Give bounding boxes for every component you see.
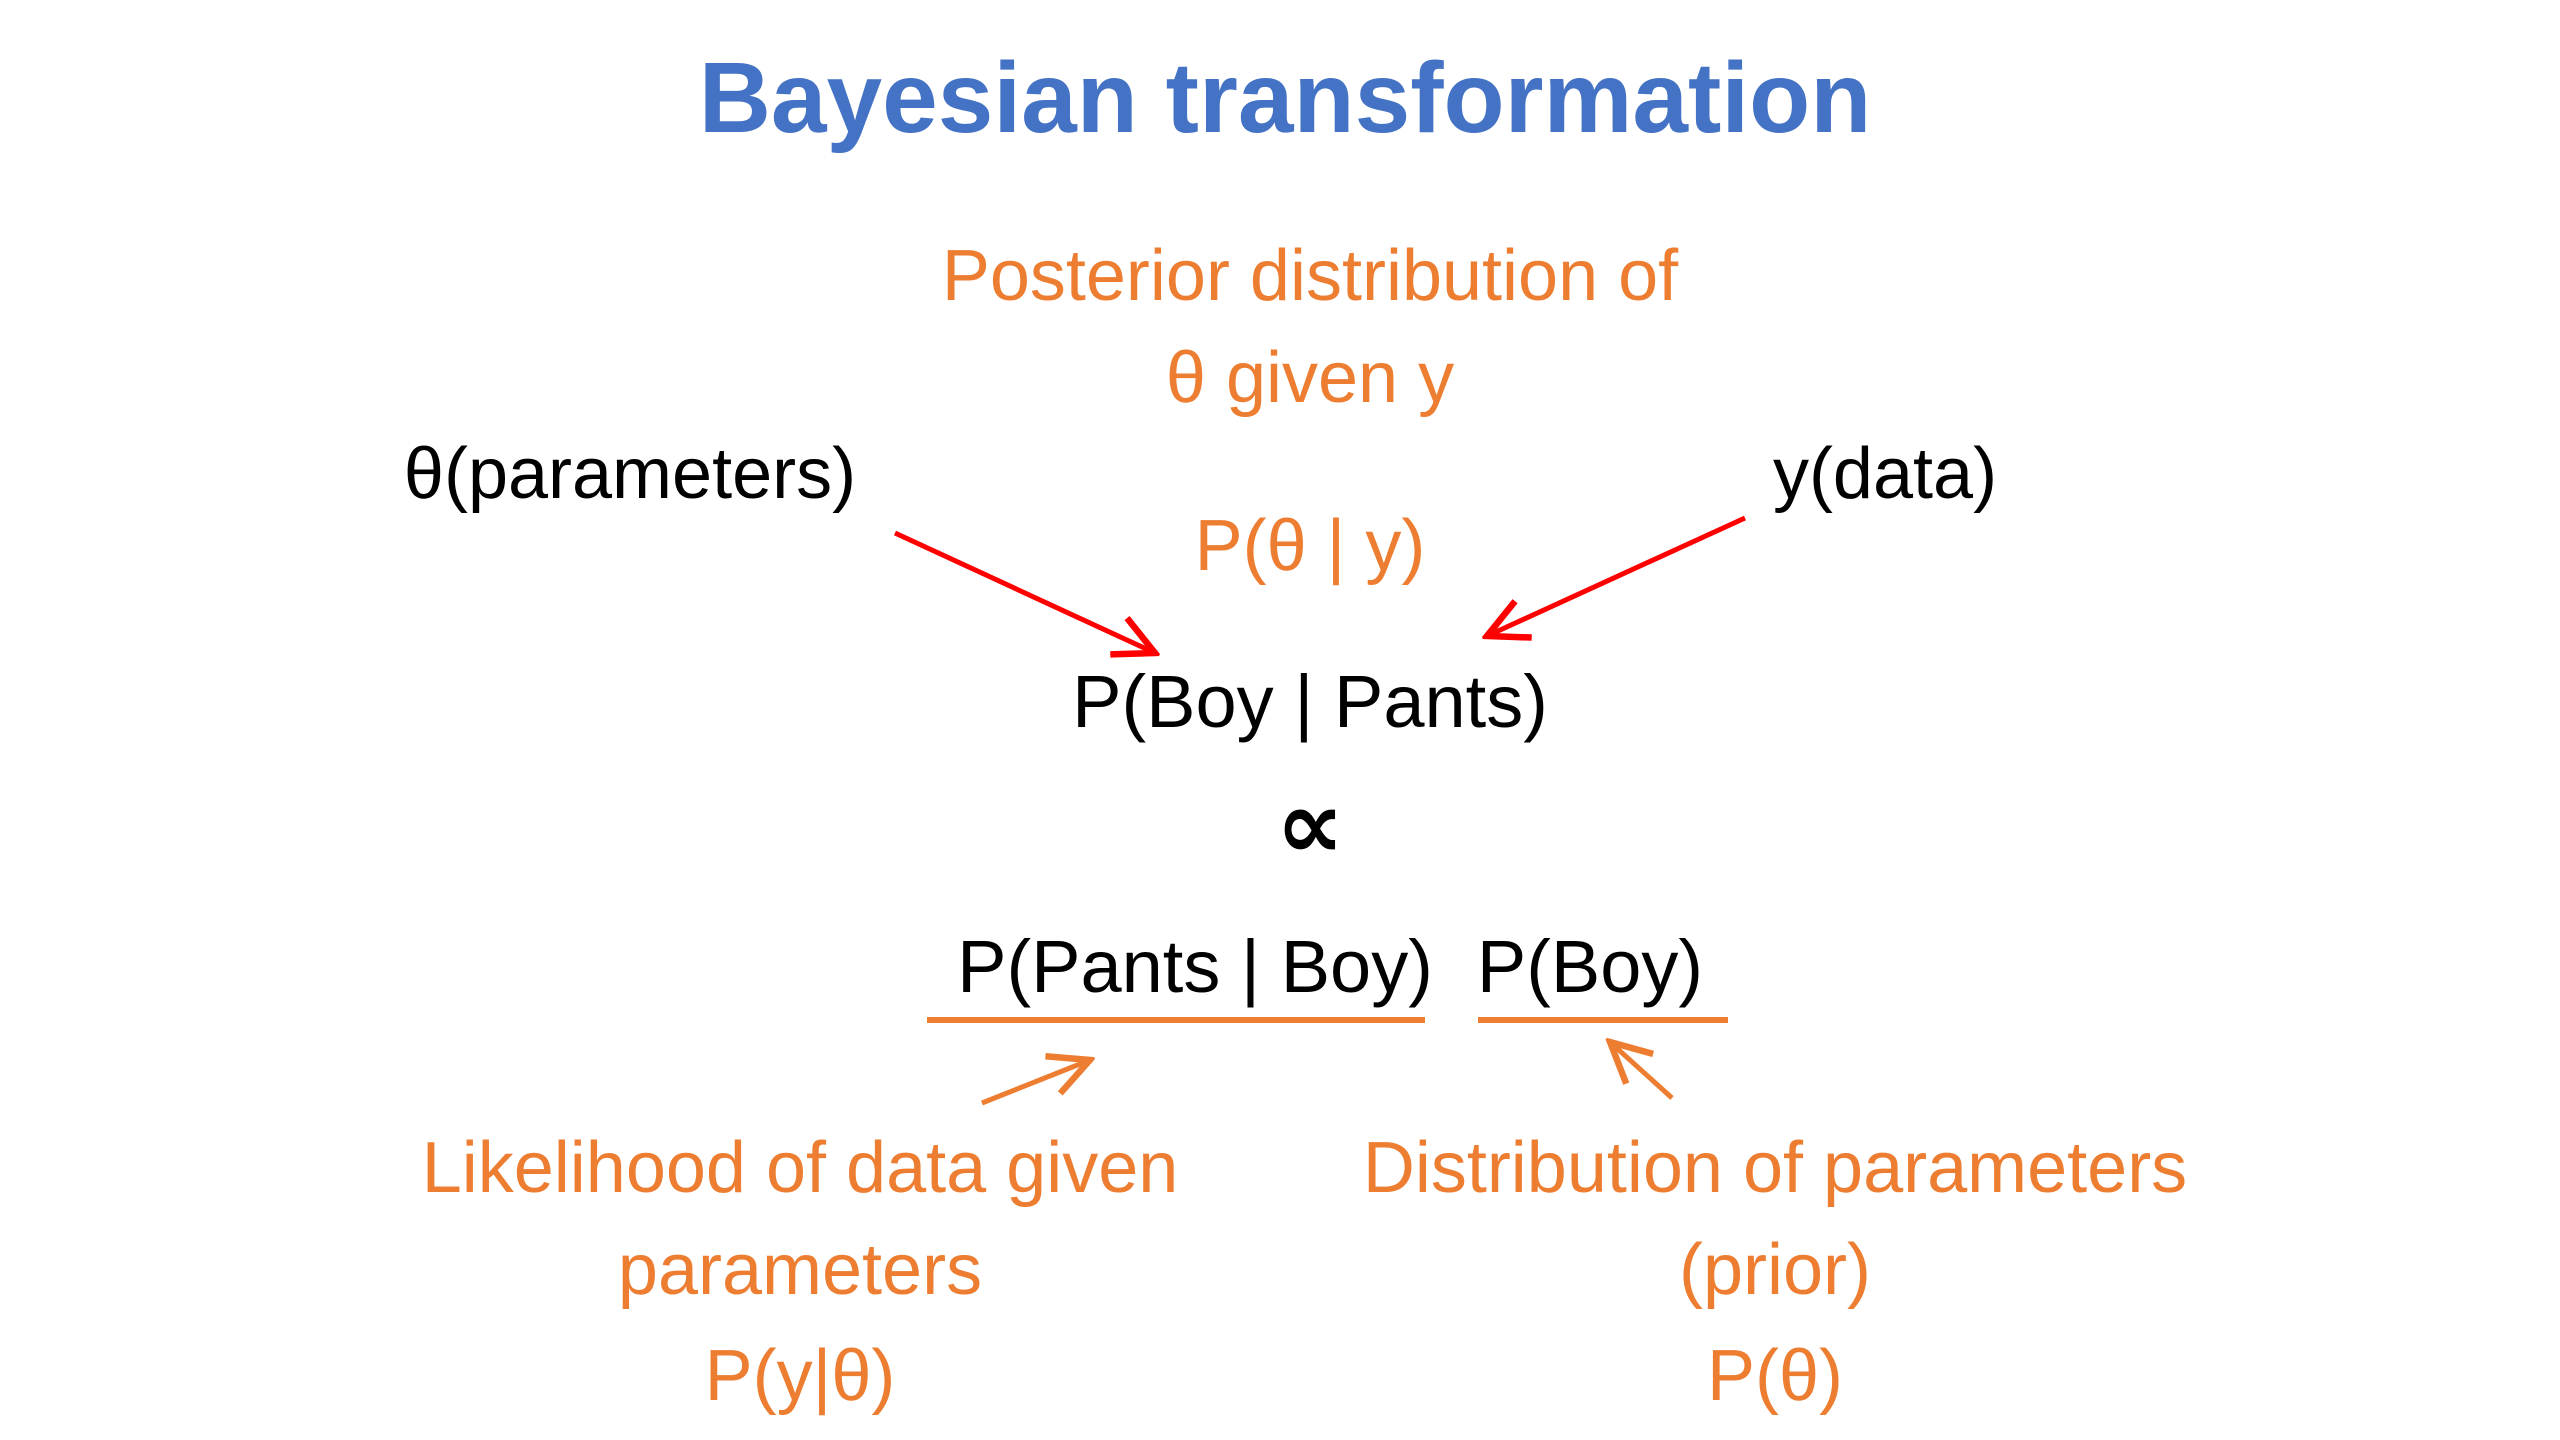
posterior-formula: P(θ | y) xyxy=(1194,506,1426,586)
prior-formula: P(Boy) xyxy=(1476,925,1704,1008)
likelihood-formula: P(Pants | Boy) xyxy=(957,925,1433,1008)
prior-arrow xyxy=(1610,1042,1674,1100)
main-formula: P(Boy | Pants) xyxy=(1072,660,1548,743)
theta-parameters-label: θ(parameters) xyxy=(403,434,857,514)
y-to-formula-arrow xyxy=(1487,515,1747,636)
likelihood-label-line2: parameters xyxy=(617,1230,983,1310)
likelihood-label-line3: P(y|θ) xyxy=(704,1336,896,1416)
prior-label-line3: P(θ) xyxy=(1706,1336,1844,1416)
likelihood-label-line1: Likelihood of data given xyxy=(421,1128,1179,1208)
page-title: Bayesian transformation xyxy=(698,42,1872,154)
posterior-label-line2: θ given y xyxy=(1165,338,1455,418)
prior-label-line1: Distribution of parameters xyxy=(1362,1128,2188,1208)
y-data-label: y(data) xyxy=(1772,434,1998,514)
posterior-label-line1: Posterior distribution of xyxy=(941,236,1679,316)
theta-to-formula-arrow xyxy=(893,530,1155,653)
likelihood-arrow xyxy=(981,1060,1090,1106)
proportional-symbol: ∝ xyxy=(1275,772,1345,879)
prior-label-line2: (prior) xyxy=(1679,1230,1871,1310)
